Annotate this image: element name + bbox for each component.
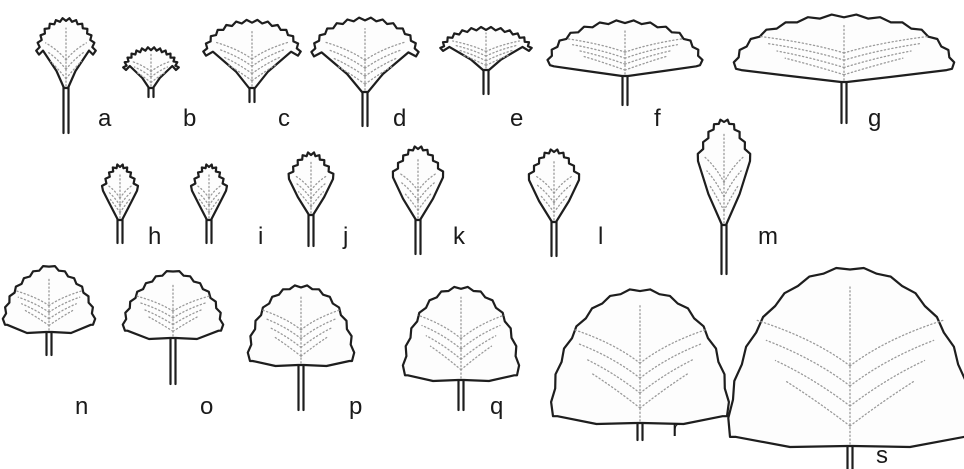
leaf-o: o (123, 271, 223, 420)
petiole-n (47, 330, 52, 355)
leaf-m: m (698, 120, 778, 274)
leaf-b: b (123, 47, 196, 132)
petiole-k (416, 218, 421, 254)
petiole-d (363, 90, 368, 126)
leaf-d: d (311, 18, 418, 132)
petiole-q (459, 378, 464, 410)
leaf-label-g: g (868, 105, 881, 132)
petiole-m (722, 223, 727, 274)
leaf-label-q: q (490, 393, 503, 420)
leaf-label-l: l (598, 223, 603, 250)
leaf-label-a: a (98, 105, 112, 132)
petiole-s (848, 444, 853, 469)
leaf-label-r: r (672, 415, 680, 442)
petiole-l (552, 220, 557, 256)
leaf-label-k: k (453, 223, 466, 250)
leaf-label-e: e (510, 105, 523, 132)
leaf-label-c: c (278, 105, 290, 132)
leaf-label-b: b (183, 105, 196, 132)
leaf-label-m: m (758, 223, 778, 250)
leaf-k: k (393, 147, 466, 255)
petiole-e (484, 68, 489, 94)
leaf-n: n (3, 266, 95, 420)
leaf-label-f: f (654, 105, 661, 132)
leaf-e: e (440, 27, 531, 132)
petiole-p (299, 363, 304, 410)
leaf-blade-f (548, 20, 703, 76)
leaf-h: h (102, 165, 161, 251)
petiole-h (118, 218, 123, 243)
leaf-a: a (36, 18, 112, 133)
petiole-o (171, 336, 176, 384)
leaf-i: i (191, 165, 263, 251)
leaf-label-n: n (75, 393, 88, 420)
leaf-l: l (529, 150, 603, 257)
leaf-j: j (289, 152, 349, 250)
leaf-label-s: s (876, 442, 888, 469)
leaf-s: s (728, 268, 964, 469)
leaf-c: c (203, 20, 300, 132)
petiole-j (309, 213, 314, 246)
leaf-label-o: o (200, 393, 213, 420)
petiole-f (623, 74, 628, 105)
petiole-a (64, 86, 69, 133)
leaf-blade-s (728, 268, 964, 447)
leaf-r: r (551, 289, 729, 442)
leaf-f: f (548, 20, 703, 132)
leaf-label-p: p (349, 393, 362, 420)
leaf-q: q (403, 287, 519, 420)
leaf-label-i: i (258, 223, 263, 250)
leaf-g: g (734, 15, 954, 132)
leaf-label-h: h (148, 223, 161, 250)
petiole-g (842, 80, 847, 123)
leaf-p: p (248, 285, 363, 420)
leaf-label-d: d (393, 105, 406, 132)
petiole-i (207, 218, 212, 243)
leaf-label-j: j (342, 223, 348, 250)
